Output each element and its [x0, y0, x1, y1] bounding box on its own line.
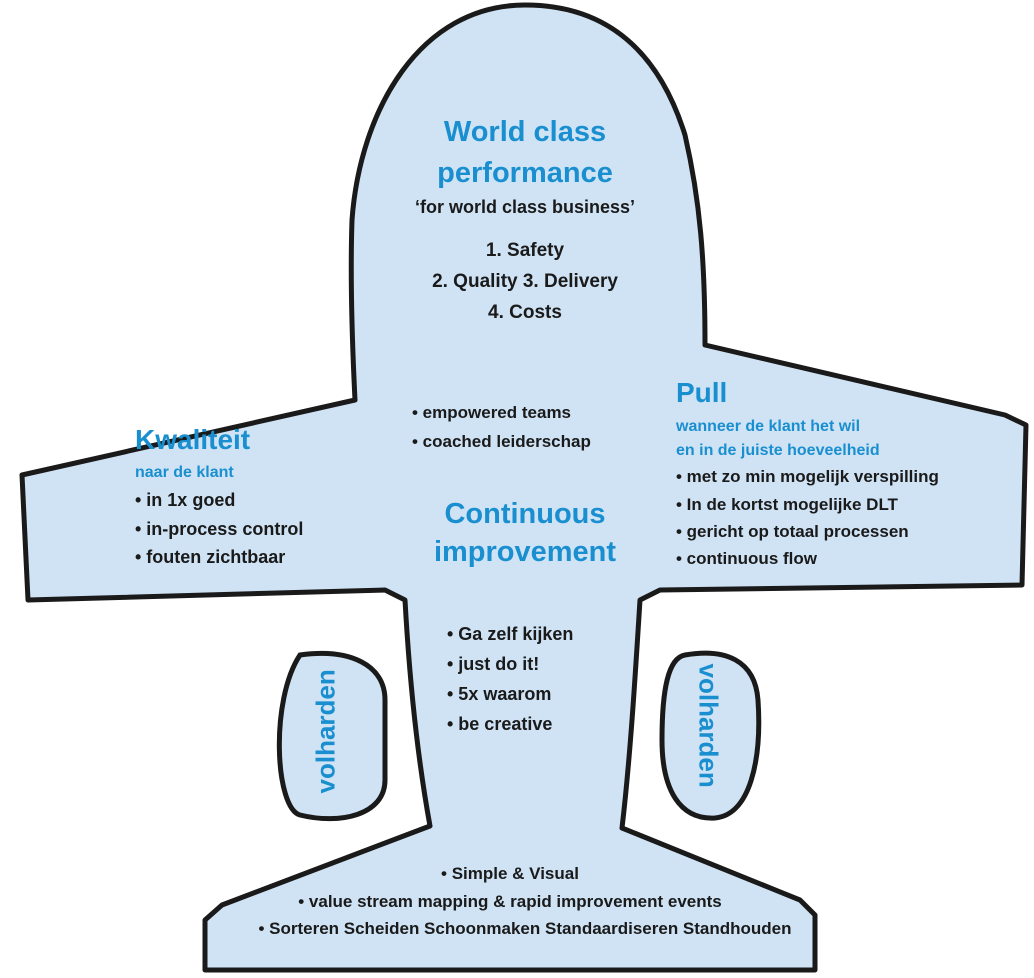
right-wing-item-2: • In de kortst mogelijke DLT — [676, 495, 898, 514]
action-3: • 5x waarom — [447, 684, 552, 704]
right-wing-item-3: • gericht op totaal processen — [676, 522, 909, 541]
left-wing-item-3: • fouten zichtbaar — [135, 547, 286, 567]
left-engine-label: volharden — [310, 669, 341, 794]
top-title-line2: performance — [437, 157, 613, 189]
center-title-line2: improvement — [433, 536, 617, 568]
airplane-body — [19, 2, 1029, 973]
left-wing-item-1: • in 1x goed — [135, 490, 236, 510]
action-1: • Ga zelf kijken — [447, 624, 574, 644]
priority-1: 1. Safety — [485, 240, 565, 261]
action-4: • be creative — [447, 714, 553, 734]
tail-line-2: • value stream mapping & rapid improveme… — [298, 892, 722, 911]
action-2: • just do it! — [447, 654, 540, 674]
center-bullet-2: • coached leiderschap — [412, 432, 591, 451]
right-wing-subtitle-line2: en in de juiste hoeveelheid — [676, 442, 880, 459]
right-wing-subtitle-line1: wanneer de klant het wil — [676, 418, 861, 435]
left-engine — [276, 650, 388, 822]
right-wing-item-1: • met zo min mogelijk verspilling — [676, 467, 939, 486]
priority-3: 4. Costs — [488, 302, 562, 323]
left-wing-subtitle: naar de klant — [135, 464, 234, 481]
tail-line-3: • Sorteren Scheiden Schoonmaken Standaar… — [258, 919, 792, 938]
right-engine — [659, 650, 762, 821]
left-wing-item-2: • in-process control — [135, 519, 304, 539]
right-engine-label: volharden — [693, 663, 724, 788]
top-title-line1: World class — [443, 116, 607, 148]
left-wing-title: Kwaliteit — [135, 424, 251, 455]
priority-2: 2. Quality 3. Delivery — [432, 271, 618, 292]
right-wing-title: Pull — [676, 377, 728, 408]
center-title-line1: Continuous — [444, 498, 606, 530]
center-bullet-1: • empowered teams — [412, 403, 572, 422]
right-wing-item-4: • continuous flow — [676, 549, 817, 568]
tail-line-1: • Simple & Visual — [441, 864, 579, 883]
top-tagline: ‘for world class business’ — [414, 197, 636, 217]
